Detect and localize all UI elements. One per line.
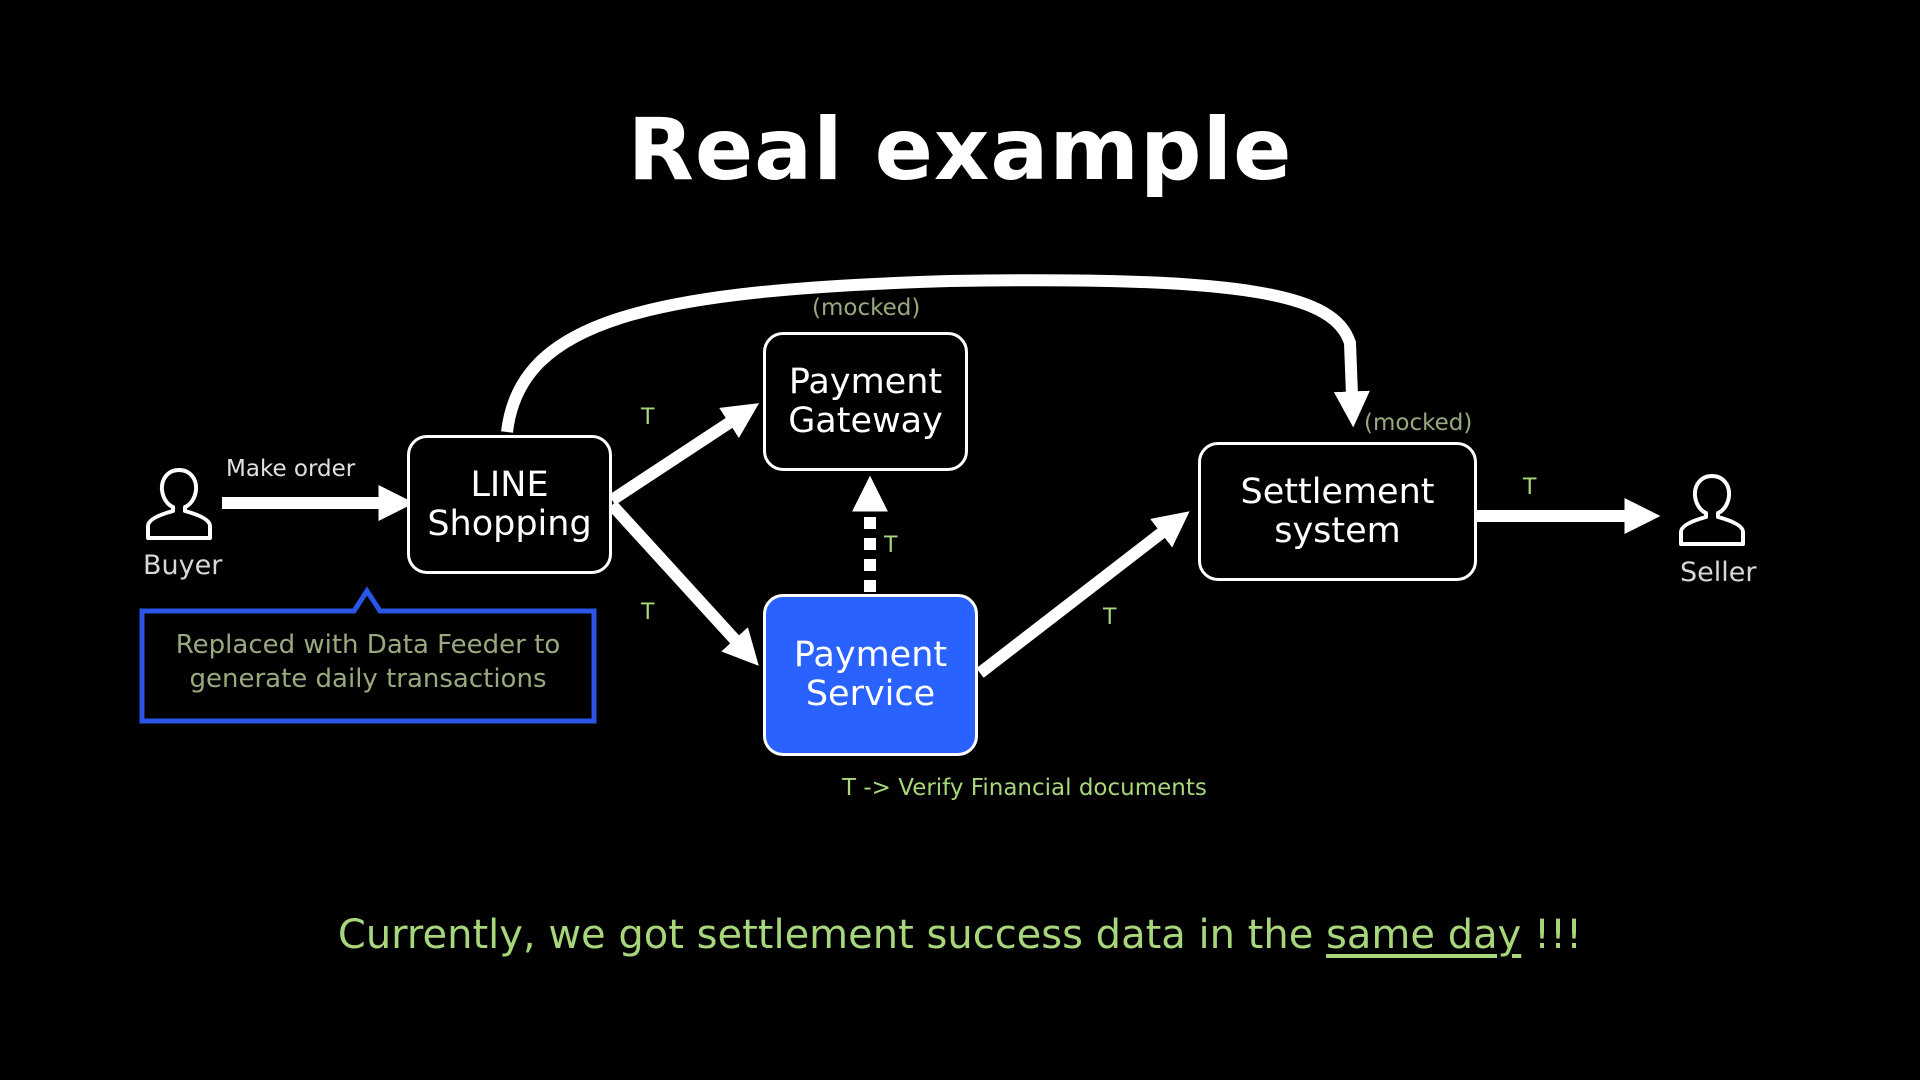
payment-gateway-mocked-label: (mocked) — [812, 295, 921, 321]
settlement-mocked-label: (mocked) — [1364, 410, 1473, 436]
payment-gateway-label-line1: Payment — [788, 361, 943, 402]
line-shopping-node: LINE Shopping — [407, 435, 612, 574]
arrow-line-shopping-to-payment-service — [607, 500, 759, 666]
line-shopping-label-line2: Shopping — [427, 503, 592, 544]
payment-gateway-label-line2: Gateway — [788, 400, 943, 441]
settlement-label-line2: system — [1274, 510, 1401, 551]
t-label-line-to-gateway: T — [641, 405, 655, 430]
page-title: Real example — [627, 100, 1293, 200]
settlement-label-line1: Settlement — [1240, 471, 1435, 512]
legend-note: T -> Verify Financial documents — [842, 775, 1207, 801]
bottom-statement-before: Currently, we got settlement success dat… — [337, 912, 1327, 958]
payment-service-node: Payment Service — [763, 594, 978, 756]
make-order-label: Make order — [226, 456, 356, 482]
line-shopping-label-line1: LINE — [470, 464, 549, 505]
seller-label: Seller — [1680, 557, 1757, 588]
payment-gateway-node: Payment Gateway — [763, 332, 968, 471]
t-label-line-to-service: T — [641, 600, 655, 625]
arrow-line-shopping-to-payment-gateway — [608, 403, 760, 506]
bottom-statement-underlined: same day — [1326, 912, 1522, 958]
buyer-label: Buyer — [143, 550, 223, 581]
payment-service-label-line2: Service — [805, 674, 936, 714]
arrow-payment-service-to-settlement — [976, 511, 1190, 678]
t-label-service-to-settlement: T — [1103, 605, 1117, 630]
bottom-statement: Currently, we got settlement success dat… — [0, 912, 1920, 958]
bottom-statement-after: !!! — [1521, 912, 1583, 958]
seller-person-icon — [1679, 474, 1745, 546]
buyer-person-icon — [146, 468, 212, 540]
t-label-service-to-gateway: T — [884, 533, 898, 558]
callout-border — [139, 586, 597, 724]
arrow-line-shopping-to-settlement-curve — [501, 274, 1370, 433]
settlement-system-node: Settlement system — [1198, 442, 1477, 581]
payment-service-label-line1: Payment — [793, 635, 948, 675]
t-label-settlement-to-seller: T — [1523, 475, 1537, 500]
callout-text: Replaced with Data Feeder to generate da… — [175, 630, 561, 694]
